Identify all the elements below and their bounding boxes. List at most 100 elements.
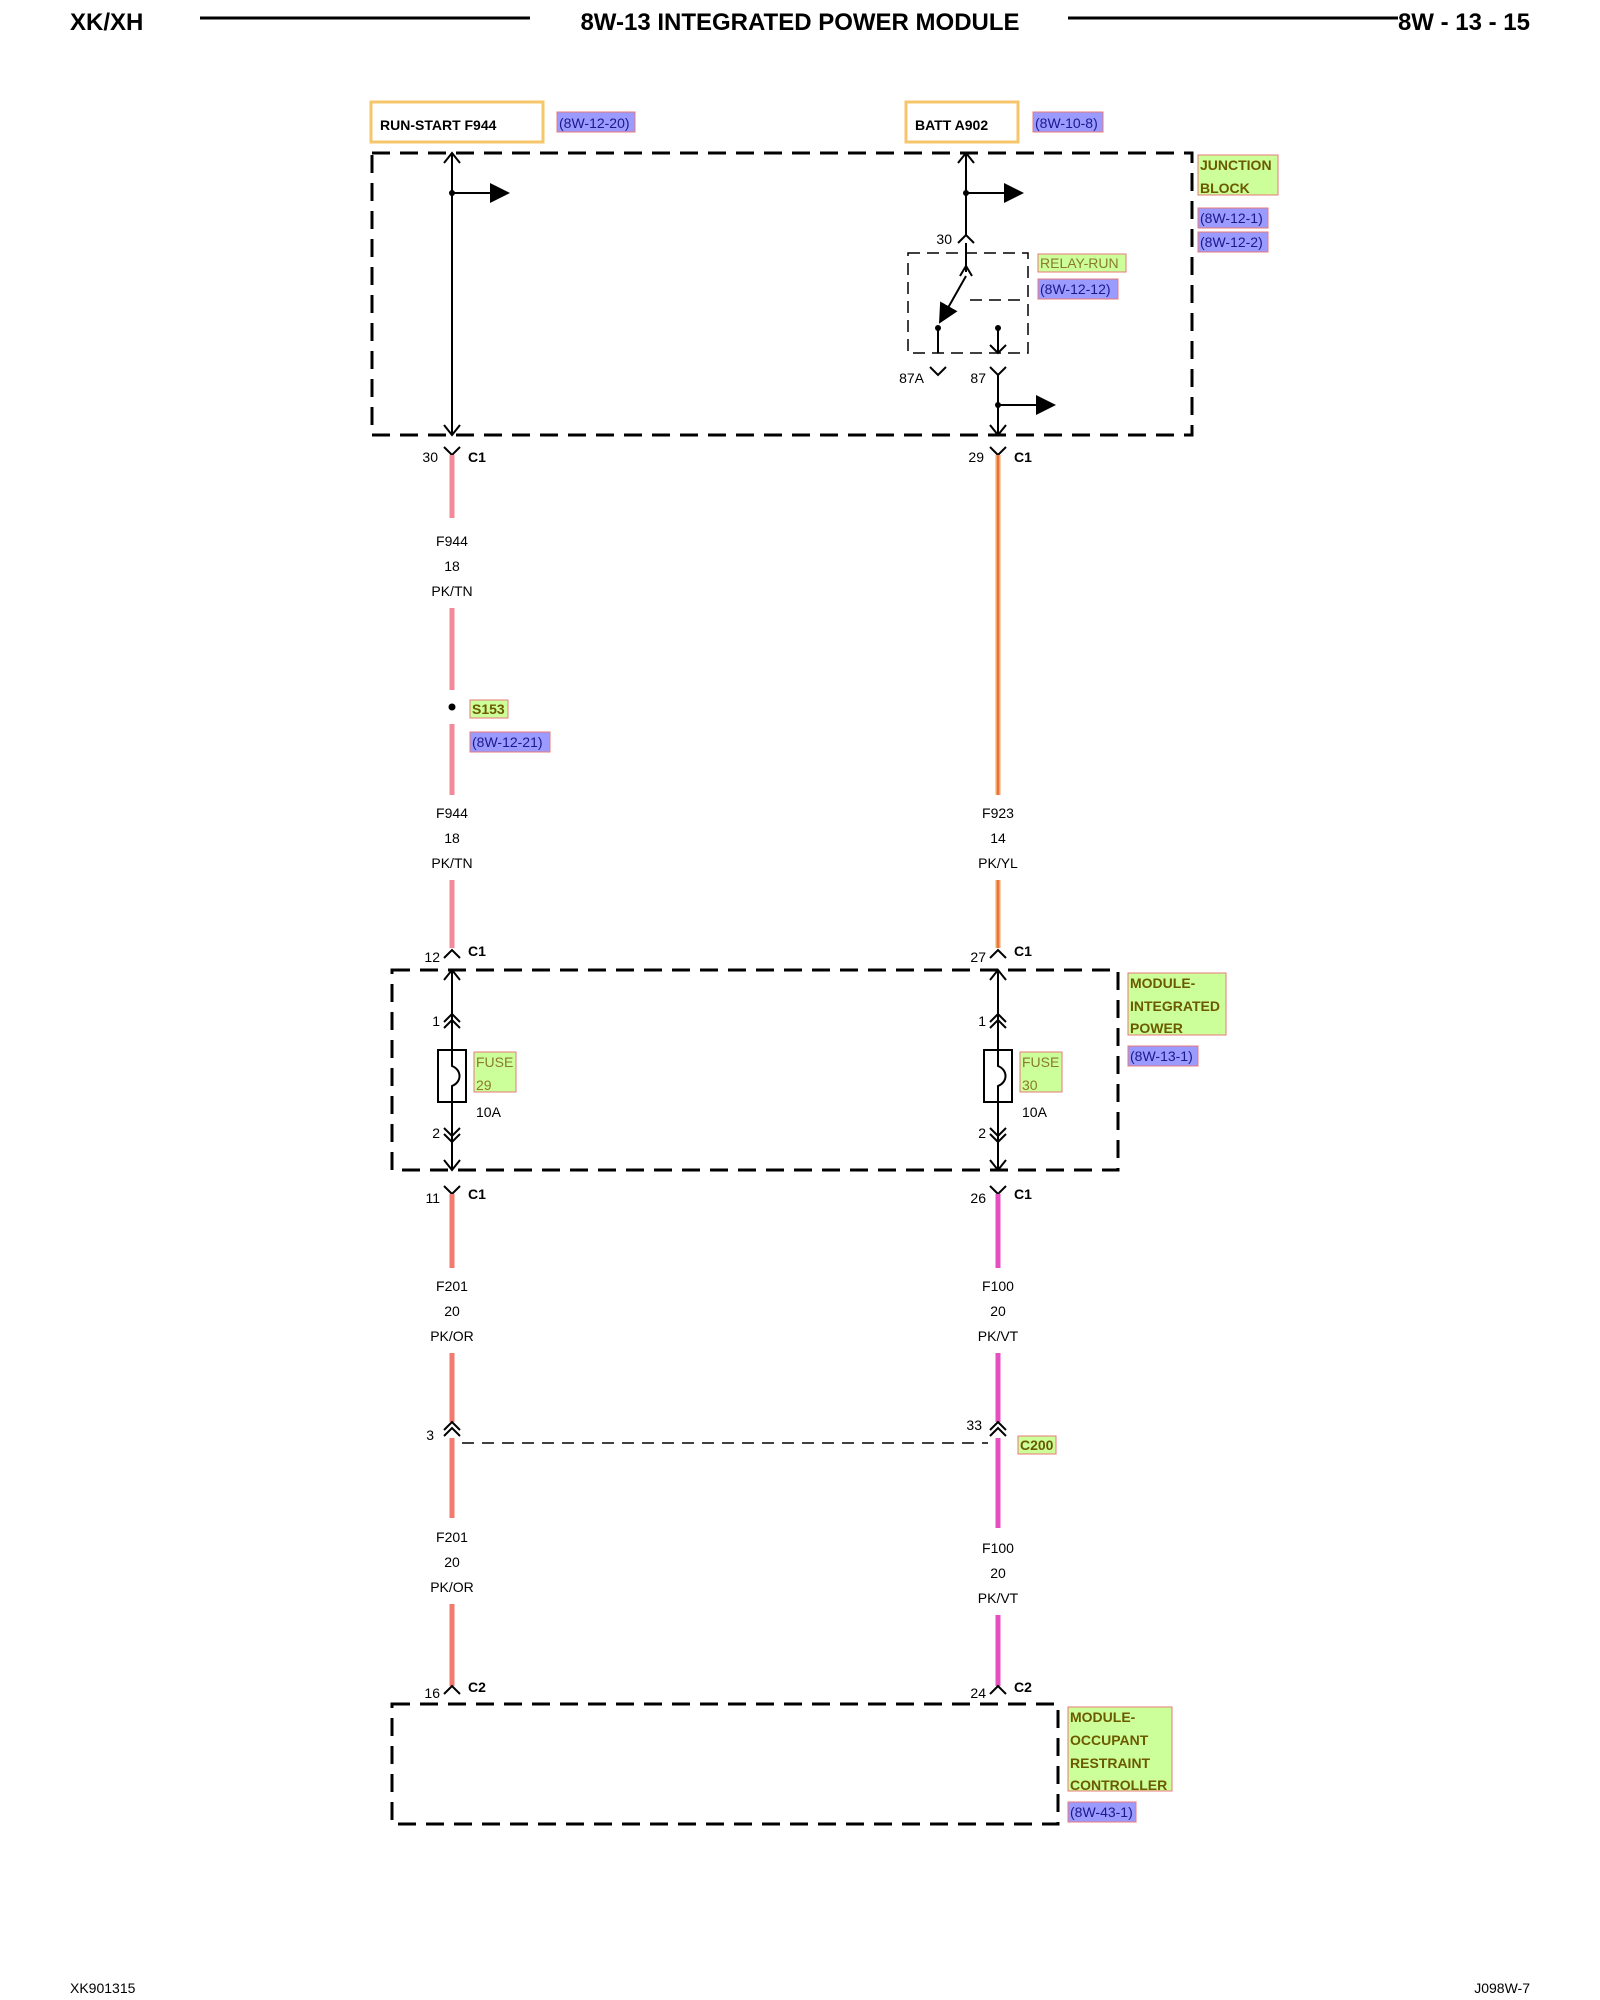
junction-block-label-1: JUNCTION xyxy=(1200,157,1272,173)
wire-f100-gauge-bottom: 20 xyxy=(990,1565,1006,1581)
ipm-label-2: INTEGRATED xyxy=(1130,998,1220,1014)
orc-ref-box xyxy=(1067,1801,1137,1823)
relay-run-ref[interactable]: (8W-12-12) xyxy=(1040,281,1111,297)
c200-pin33-connector-a xyxy=(989,1420,1007,1431)
fuse29-pin-1: 1 xyxy=(432,1013,440,1029)
ipm-ref-box xyxy=(1127,1045,1199,1067)
fuse30-pin-1: 1 xyxy=(978,1013,986,1029)
relay-pin-87a: 87A xyxy=(899,370,925,386)
header-title: 8W-13 INTEGRATED POWER MODULE xyxy=(580,9,1019,36)
batt-ref[interactable]: (8W-10-8) xyxy=(1035,115,1098,131)
footer-left: XK901315 xyxy=(70,1980,136,1996)
orc-label-2: OCCUPANT xyxy=(1070,1732,1149,1748)
ipm-c1-pin-12: 12 xyxy=(424,949,440,965)
footer-right: J098W-7 xyxy=(1474,1980,1530,1996)
run-start-ref-box xyxy=(556,111,636,133)
fuse29-pin2-connector-b xyxy=(443,1133,461,1144)
junction-block-label-2: BLOCK xyxy=(1200,180,1250,196)
fuse30-exit-arrow xyxy=(989,1159,1007,1172)
wire-f944-color-top: PK/TN xyxy=(431,583,472,599)
c200-label: C200 xyxy=(1020,1437,1054,1453)
orc-label-1: MODULE- xyxy=(1070,1709,1136,1725)
orc-label-4: CONTROLLER xyxy=(1070,1777,1167,1793)
relay-pin-87: 87 xyxy=(970,370,986,386)
fuse30-label-box xyxy=(1019,1051,1063,1093)
fuse29-entry-arrow xyxy=(443,968,461,981)
fuse29-word: FUSE xyxy=(476,1054,513,1070)
ipm-ref[interactable]: (8W-13-1) xyxy=(1130,1048,1193,1064)
fuse30-pin2-connector-b xyxy=(989,1133,1007,1144)
run-start-exit-arrow xyxy=(443,424,461,437)
wire-f944-circuit-bottom: F944 xyxy=(436,805,468,821)
wire-f944-circuit-top: F944 xyxy=(436,533,468,549)
orc-c2-pin-16: 16 xyxy=(424,1685,440,1701)
ipm-c1-label-in-left: C1 xyxy=(468,943,486,959)
batt-entry-arrow xyxy=(957,151,975,164)
jb-c1-pin-29: 29 xyxy=(968,449,984,465)
wire-f923-circuit: F923 xyxy=(982,805,1014,821)
wire-f201-gauge-bottom: 20 xyxy=(444,1554,460,1570)
ipm-c1-label-out-right: C1 xyxy=(1014,1186,1032,1202)
ipm-c1-pin26-connector xyxy=(989,1185,1007,1196)
orc-label-3: RESTRAINT xyxy=(1070,1755,1151,1771)
fuse30-word: FUSE xyxy=(1022,1054,1059,1070)
orc-label-box xyxy=(1067,1706,1173,1792)
fuse30-rating: 10A xyxy=(1022,1104,1048,1120)
fuse30-pin1-connector-a xyxy=(989,1012,1007,1023)
c200-pin33-connector-b xyxy=(989,1426,1007,1437)
orc-c2-label-right: C2 xyxy=(1014,1679,1032,1695)
wire-f100-color-bottom: PK/VT xyxy=(978,1590,1019,1606)
wire-f201-gauge-top: 20 xyxy=(444,1303,460,1319)
ipm-c1-pin-26: 26 xyxy=(970,1190,986,1206)
ipm-label-box xyxy=(1127,972,1227,1036)
relay-pin-30-connector xyxy=(957,233,975,244)
splice-s153-ref-box xyxy=(469,731,551,753)
fuse29-label-box xyxy=(473,1051,517,1093)
batt-ref-box xyxy=(1032,111,1104,133)
jb-c1-label-left: C1 xyxy=(468,449,486,465)
orc-c2-pin16-connector xyxy=(443,1684,461,1695)
splice-s153-ref[interactable]: (8W-12-21) xyxy=(472,734,543,750)
splice-s153-label-box xyxy=(469,699,509,719)
wire-f201-circuit-top: F201 xyxy=(436,1278,468,1294)
fuse30-pin-2: 2 xyxy=(978,1125,986,1141)
run-start-entry-arrow xyxy=(443,151,461,164)
orc-ref[interactable]: (8W-43-1) xyxy=(1070,1804,1133,1820)
relay-run-ref-box xyxy=(1037,278,1119,300)
batt-source-box xyxy=(904,100,1020,144)
splice-s153-label: S153 xyxy=(472,701,505,717)
orc-c2-pin24-connector xyxy=(989,1684,1007,1695)
ipm-label-3: POWER xyxy=(1130,1020,1183,1036)
wire-f944-gauge-bottom: 18 xyxy=(444,830,460,846)
ipm-c1-pin27-connector xyxy=(989,948,1007,959)
fuse30-pin1-connector-b xyxy=(989,1018,1007,1029)
relay-switch-contact xyxy=(939,275,967,324)
relay-run-label-box xyxy=(1037,253,1127,273)
junction-block-ref-2[interactable]: (8W-12-2) xyxy=(1200,234,1263,250)
ipm-label-1: MODULE- xyxy=(1130,975,1196,991)
wire-f923-color: PK/YL xyxy=(978,855,1018,871)
ipm-c1-pin-27: 27 xyxy=(970,949,986,965)
fuse29-pin1-connector-b xyxy=(443,1018,461,1029)
fuse29-pin2-connector-a xyxy=(443,1127,461,1138)
wire-f923-gauge: 14 xyxy=(990,830,1006,846)
relay-run-outline xyxy=(907,252,1029,354)
relay-common-arrow xyxy=(959,264,973,277)
wire-f100-circuit-bottom: F100 xyxy=(982,1540,1014,1556)
junction-block-outline xyxy=(370,151,1194,437)
run-start-ref[interactable]: (8W-12-20) xyxy=(559,115,630,131)
fuse29-element xyxy=(451,1050,461,1102)
junction-block-label-box xyxy=(1197,154,1279,196)
header-page-number: 8W - 13 - 15 xyxy=(1398,9,1530,36)
wire-f100-color-top: PK/VT xyxy=(978,1328,1019,1344)
relay-no-arrow xyxy=(989,344,1007,355)
run-start-label: RUN-START F944 xyxy=(380,117,497,133)
relay-pin-87-connector xyxy=(989,366,1007,377)
relay-run-label: RELAY-RUN xyxy=(1040,255,1119,271)
c200-pin-3: 3 xyxy=(426,1427,434,1443)
c200-pin3-connector-a xyxy=(443,1420,461,1431)
junction-block-ref-1[interactable]: (8W-12-1) xyxy=(1200,210,1263,226)
wire-f201-color-bottom: PK/OR xyxy=(430,1579,474,1595)
fuse30-entry-arrow xyxy=(989,968,1007,981)
